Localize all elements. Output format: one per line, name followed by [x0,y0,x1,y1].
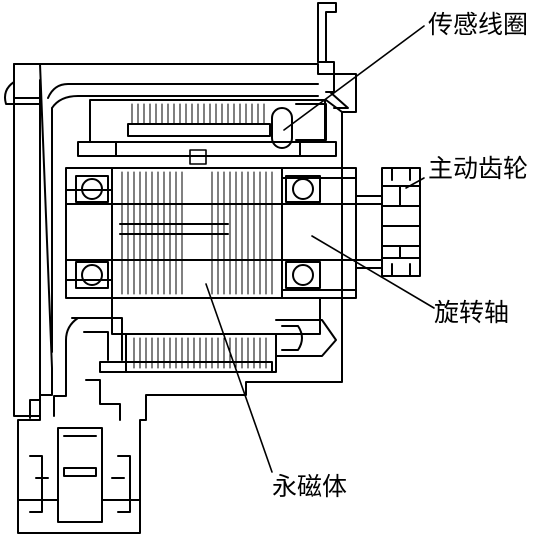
housing [4,2,357,534]
leader-lines [205,25,435,473]
rotating-shaft [65,195,383,269]
coil-assembly-bottom [65,297,337,373]
sensor-coil [271,107,293,149]
leader-magnet [205,283,273,473]
label-rotating-shaft: 旋转轴 [434,298,510,327]
label-sensing-coil: 传感线圈 [428,10,529,39]
label-drive-gear: 主动齿轮 [428,154,529,183]
leader-coil [283,25,425,131]
coil-winding-hatch [131,103,265,125]
bearings [75,175,321,289]
drive-gear [381,167,421,277]
connector-plug [17,371,141,523]
leader-gear [405,177,425,189]
label-permanent-magnet: 永磁体 [272,472,348,501]
coil-assembly-top [77,99,337,165]
leader-shaft [311,235,435,309]
